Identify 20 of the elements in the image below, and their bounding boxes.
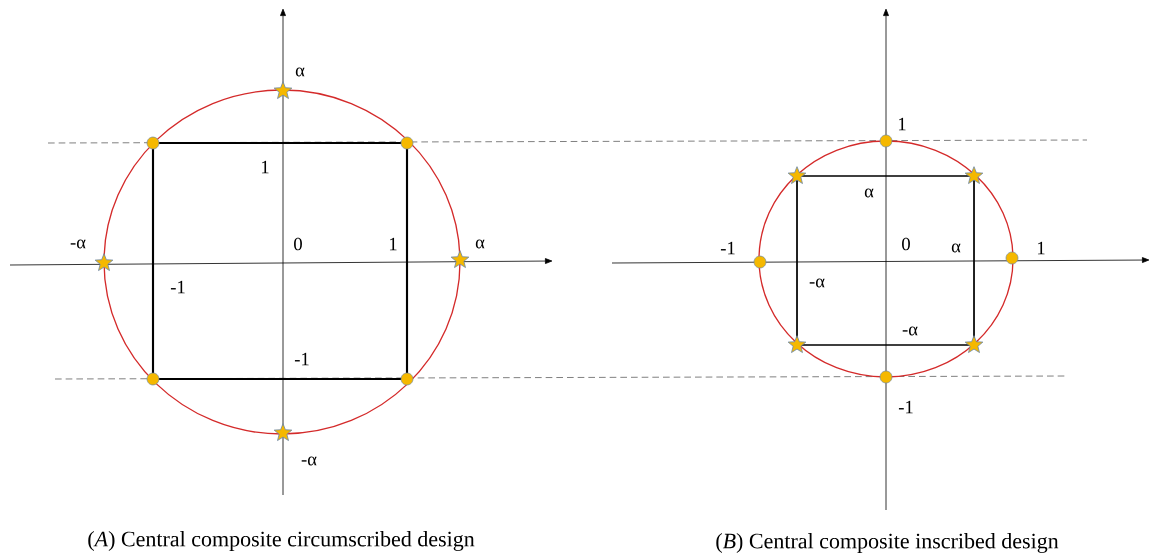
axis-value: 1	[389, 237, 397, 251]
axis-value: -α	[70, 239, 86, 249]
axis-value: α	[295, 67, 305, 77]
axis-value: -1	[898, 400, 913, 414]
panel-caption: (A) Central composite circumscribed design	[88, 531, 475, 551]
axis-value: -1	[170, 280, 185, 294]
axis-value: 1	[261, 160, 269, 174]
axis-value: -α	[809, 278, 825, 288]
panel-caption: (B) Central composite inscribed design	[716, 533, 1059, 553]
axis-value: 1	[1037, 241, 1045, 255]
axis-value: -α	[301, 456, 317, 466]
axis-value: α	[951, 243, 961, 253]
axis-value: α	[475, 239, 485, 249]
axis-value: 0	[294, 237, 302, 251]
axis-value: -α	[902, 326, 918, 336]
axis-value: -1	[294, 352, 309, 366]
axis-value: α	[864, 188, 874, 198]
axis-value: 0	[902, 237, 910, 251]
axis-value: 1	[898, 117, 906, 131]
axis-value: -1	[720, 241, 735, 255]
